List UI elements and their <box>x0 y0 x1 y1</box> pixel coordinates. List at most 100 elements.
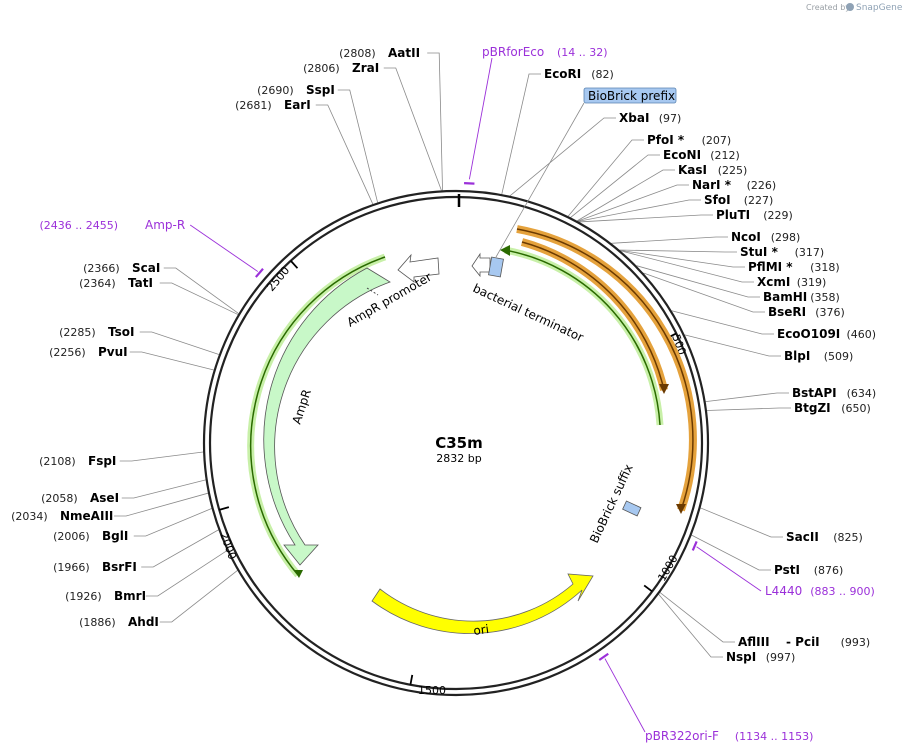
site-leader-26 <box>658 594 723 658</box>
backbone-outer-circle <box>202 189 710 697</box>
site-name-0[interactable]: AatII <box>388 46 420 60</box>
primer-mark-3 <box>598 652 609 661</box>
site-pos-9: (226) <box>747 179 777 192</box>
site-pos-20: (634) <box>847 387 877 400</box>
site-name-36[interactable]: BmrI <box>114 589 146 603</box>
orange-feature-arc[interactable] <box>516 225 697 512</box>
green-arrowhead-icon <box>500 245 510 256</box>
site-pos-17: (376) <box>815 306 845 319</box>
site-pos-32: (2058) <box>41 492 78 505</box>
site-leader-28 <box>159 282 239 315</box>
created-by-text: Created by <box>806 3 850 12</box>
plasmid-length: 2832 bp <box>436 452 481 465</box>
site-leader-9 <box>577 184 689 222</box>
site-pos-33: (2034) <box>11 510 48 523</box>
biobrick-prefix-callout[interactable] <box>583 87 677 104</box>
site-pos-12: (298) <box>771 231 801 244</box>
primer-annotations: pBRforEco (14 .. 32) Amp-R (2436 .. 2455) L4… <box>40 45 875 743</box>
site-leader-14 <box>619 250 745 268</box>
green-feature-right-core <box>504 249 661 426</box>
site-leader-36 <box>145 550 228 597</box>
site-pos-21: (650) <box>841 402 871 415</box>
primer-range-1: (2436 .. 2455) <box>40 219 119 232</box>
site-name-35[interactable]: BsrFI <box>102 560 137 574</box>
site-name-33[interactable]: NmeAIII <box>60 509 113 523</box>
biobrick-prefix-label: BioBrick prefix <box>588 89 675 103</box>
biobrick-suffix-box[interactable] <box>622 500 642 517</box>
primer-range-0: (14 .. 32) <box>557 46 608 59</box>
terminator-label: bacterial terminator <box>471 281 586 345</box>
site-name-30[interactable]: PvuI <box>98 345 128 359</box>
site-name-37[interactable]: AhdI <box>128 615 159 629</box>
site-pos-7: (212) <box>710 149 740 162</box>
biobrick-prefix-box[interactable] <box>488 256 504 278</box>
site-name-3[interactable]: EarI <box>284 98 311 112</box>
site-leader-8 <box>576 169 675 222</box>
site-name-25[interactable]: - PciI <box>786 635 820 649</box>
site-name-28[interactable]: TatI <box>128 276 153 290</box>
primer-name-1[interactable]: Amp-R <box>145 218 185 232</box>
site-leader-17 <box>643 272 765 313</box>
ampr-promoter-arrow[interactable] <box>397 253 440 283</box>
site-pos-37: (1886) <box>79 616 116 629</box>
site-name-5[interactable]: XbaI <box>619 111 649 125</box>
site-pos-3: (2681) <box>235 99 272 112</box>
site-pos-10: (227) <box>744 194 774 207</box>
ampr-feature-arrow[interactable] <box>263 267 391 566</box>
primer-name-0[interactable]: pBRforEco <box>482 45 544 59</box>
site-name-9[interactable]: NarI * <box>692 178 732 192</box>
site-pos-35: (1966) <box>53 561 90 574</box>
plasmid-name: C35m <box>435 434 483 452</box>
site-name-6[interactable]: PfoI * <box>647 133 685 147</box>
site-name-13[interactable]: StuI * <box>740 245 779 259</box>
site-name-10[interactable]: SfoI <box>704 193 731 207</box>
orange-feature-core-inner <box>521 241 665 391</box>
site-name-23[interactable]: PstI <box>774 563 800 577</box>
site-name-22[interactable]: SacII <box>786 530 819 544</box>
site-name-20[interactable]: BstAPI <box>792 386 837 400</box>
site-name-2[interactable]: SspI <box>306 83 335 97</box>
features <box>247 225 697 634</box>
site-pos-36: (1926) <box>65 590 102 603</box>
site-name-18[interactable]: EcoO109I <box>777 327 840 341</box>
site-name-29[interactable]: TsoI <box>108 325 134 339</box>
site-name-8[interactable]: KasI <box>678 163 707 177</box>
site-name-1[interactable]: ZraI <box>352 61 379 75</box>
site-leader-12 <box>611 236 728 244</box>
site-name-16[interactable]: BamHI <box>763 290 807 304</box>
site-leader-13 <box>619 249 737 253</box>
site-name-24[interactable]: AflIII <box>738 635 770 649</box>
tick-label-2000: 2000 <box>217 531 239 562</box>
primer-name-2[interactable]: L4440 <box>765 584 802 598</box>
site-name-26[interactable]: NspI <box>726 650 756 664</box>
site-pos-0: (2808) <box>339 47 376 60</box>
terminator-arrow[interactable] <box>471 252 491 278</box>
tick-mark-2000 <box>219 506 230 511</box>
site-leader-22 <box>700 507 783 538</box>
site-name-7[interactable]: EcoNI <box>663 148 701 162</box>
site-name-4[interactable]: EcoRI <box>544 67 581 81</box>
tick-label-1500: 1500 <box>418 684 446 697</box>
primer-name-3[interactable]: pBR322ori-F <box>645 729 719 743</box>
site-pos-8: (225) <box>718 164 748 177</box>
site-name-11[interactable]: PluTI <box>716 208 750 222</box>
site-name-12[interactable]: NcoI <box>731 230 761 244</box>
site-name-27[interactable]: ScaI <box>132 261 160 275</box>
site-name-21[interactable]: BtgZI <box>794 401 831 415</box>
site-pos-4: (82) <box>591 68 614 81</box>
ori-feature-arrow[interactable] <box>371 573 594 634</box>
site-pos-15: (319) <box>797 276 827 289</box>
site-name-14[interactable]: PflMI * <box>748 260 793 274</box>
site-leader-lines <box>114 52 791 658</box>
site-name-31[interactable]: FspI <box>88 454 116 468</box>
site-name-15[interactable]: XcmI <box>757 275 790 289</box>
ampr-label: AmpR <box>290 387 314 425</box>
tick-label-2500: 2500 <box>264 264 292 294</box>
site-name-34[interactable]: BglI <box>102 529 128 543</box>
site-name-19[interactable]: BlpI <box>784 349 810 363</box>
primer-leader-3 <box>604 658 646 733</box>
site-name-17[interactable]: BseRI <box>768 305 806 319</box>
site-pos-27: (2366) <box>83 262 120 275</box>
site-pos-23: (876) <box>814 564 844 577</box>
site-name-32[interactable]: AseI <box>90 491 119 505</box>
